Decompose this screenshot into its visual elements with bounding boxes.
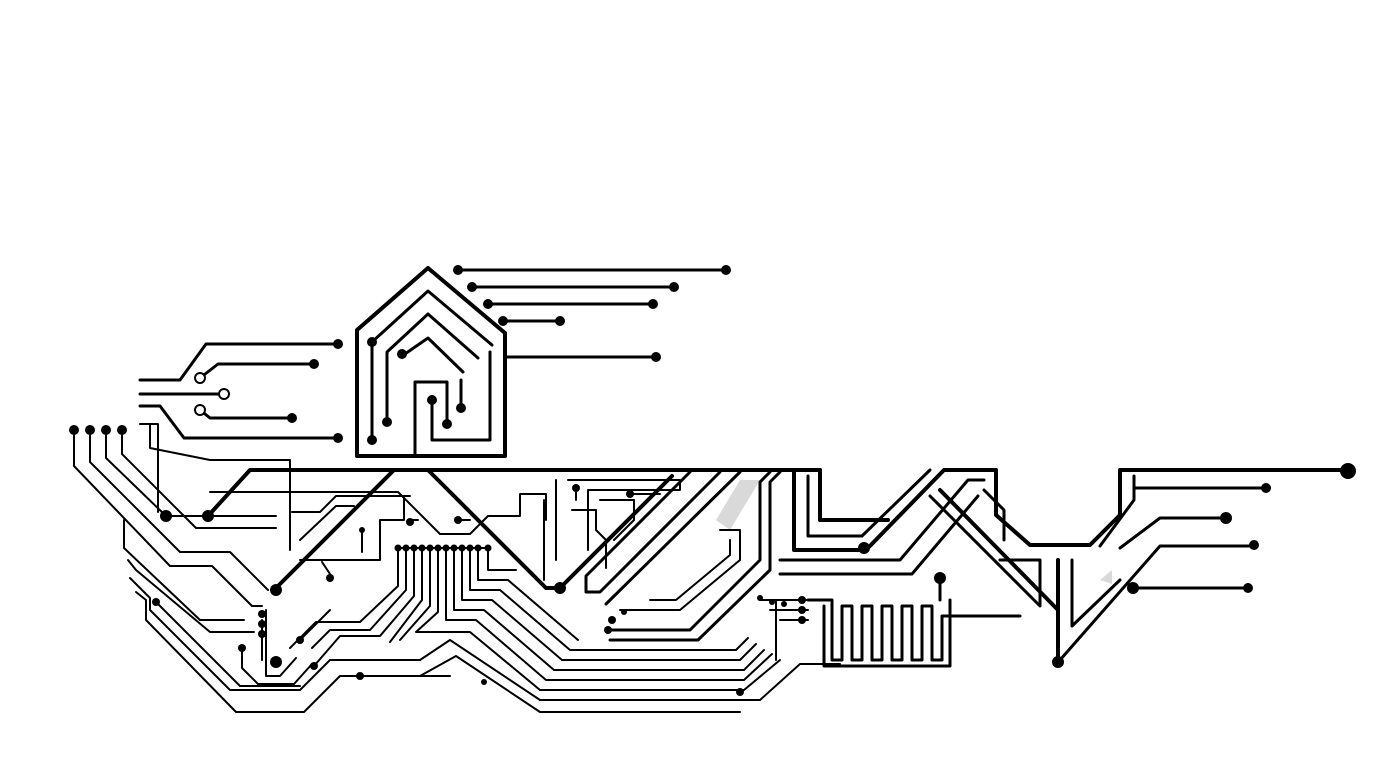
center-trace-cluster [209, 479, 781, 691]
right-zigzag [778, 468, 1271, 662]
serpentine-trace [757, 572, 1022, 668]
roof-traces [453, 265, 731, 362]
pin-row [394, 544, 492, 552]
left-connector-traces [138, 339, 343, 443]
left-trace-bundle [69, 423, 841, 713]
diagonal-bands [584, 470, 782, 642]
main-bus [206, 463, 1356, 668]
shading-accents [716, 480, 1112, 584]
house-icon [355, 266, 507, 458]
